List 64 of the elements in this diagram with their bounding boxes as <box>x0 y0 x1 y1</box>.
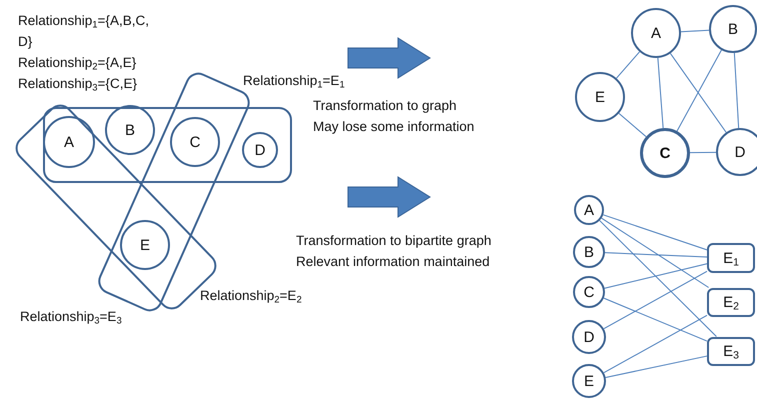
edge-line <box>676 50 722 132</box>
vertex-circle <box>573 236 605 268</box>
hyperedge-box <box>707 243 755 273</box>
vertex-circle <box>43 116 95 168</box>
text-label: Relationship$_{2}$={A,E} <box>18 54 136 73</box>
vertex-circle <box>574 195 604 225</box>
node-label: D <box>254 142 266 158</box>
edge-line <box>601 218 710 288</box>
edge-line <box>670 52 727 133</box>
edge-line <box>602 214 708 250</box>
vertex-circle <box>631 8 681 58</box>
vertex-circle <box>640 128 690 178</box>
text-label: May lose some information <box>313 118 474 136</box>
hyperedge-label: Relationship$_{3}$=E$_{3}$ <box>20 308 122 327</box>
node-label: C <box>190 134 200 150</box>
text-label: Transformation to graph <box>313 97 457 115</box>
node-label: E$_{1}$ <box>723 250 739 266</box>
vertex-circle <box>709 5 757 53</box>
vertex-circle <box>575 72 625 122</box>
vertex-circle <box>105 105 155 155</box>
hyperedge-outline <box>43 107 292 183</box>
node-label: A <box>584 202 594 218</box>
node-label: E <box>594 88 605 106</box>
vertex-circle <box>170 117 220 167</box>
text-label: Relationship$_{3}$={C,E} <box>18 75 137 94</box>
vertex-circle <box>242 132 278 168</box>
vertex-circle <box>573 276 605 308</box>
edge-line <box>690 152 716 154</box>
edge-line <box>599 220 717 337</box>
text-label: Relationship$_{1}$=E$_{1}$ <box>243 72 345 91</box>
edge-line <box>603 298 708 342</box>
node-label: E$_{3}$ <box>723 342 739 360</box>
edge-line <box>618 112 647 138</box>
node-label: D <box>584 328 594 346</box>
node-label: C <box>584 284 594 300</box>
node-label: B <box>584 244 594 260</box>
edge-line <box>734 52 740 129</box>
node-label: D <box>734 144 746 160</box>
vertex-circle <box>716 128 757 176</box>
node-label: E <box>140 236 150 254</box>
node-label: A <box>650 24 661 42</box>
text-label: Relevant information maintained <box>296 253 490 271</box>
hyperedge-box <box>707 336 755 366</box>
node-label: A <box>64 134 74 150</box>
node-label: B <box>124 122 135 138</box>
edge-line <box>680 30 710 32</box>
edge-line <box>604 263 708 289</box>
vertex-circle <box>572 364 606 398</box>
vertex-circle <box>572 320 606 354</box>
edge-line <box>603 270 708 330</box>
text-label: Relationship$_{1}$={A,B,C, D} <box>18 12 150 51</box>
edge-line <box>616 51 640 79</box>
node-label: B <box>728 20 738 38</box>
edge-line <box>605 356 708 378</box>
edge-line <box>657 57 664 129</box>
vertex-circle <box>120 220 170 270</box>
hyperedge-label: Relationship$_{2}$=E$_{2}$ <box>200 287 302 306</box>
node-label: E$_{2}$ <box>723 294 739 310</box>
hyperedge-box <box>707 288 755 316</box>
node-label: E <box>584 372 594 390</box>
text-label: Transformation to bipartite graph <box>296 232 492 250</box>
edge-line <box>604 252 708 258</box>
edge-line <box>603 314 708 374</box>
node-label: C <box>660 144 670 162</box>
